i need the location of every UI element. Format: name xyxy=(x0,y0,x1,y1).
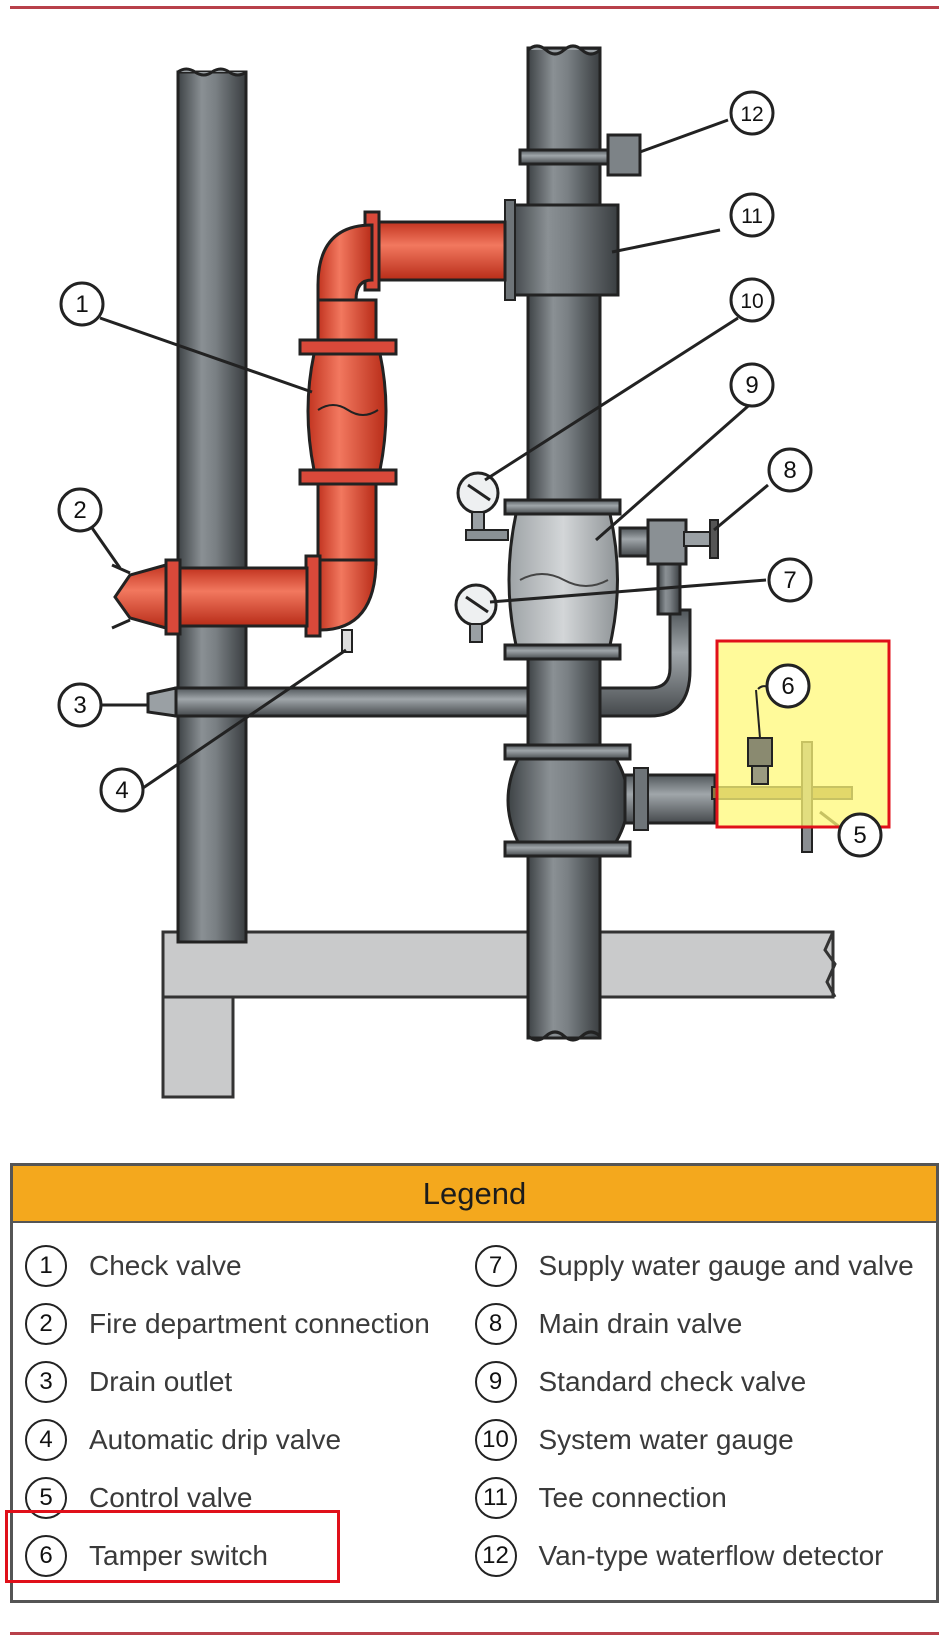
legend-item: 8 Main drain valve xyxy=(474,1295,937,1353)
drain-pipe xyxy=(146,608,692,718)
legend-item: 3 Drain outlet xyxy=(13,1353,475,1411)
legend-number: 7 xyxy=(474,1245,517,1287)
legend-number: 9 xyxy=(474,1361,517,1403)
legend-label: Tamper switch xyxy=(89,1540,268,1571)
callout-4: 4 xyxy=(99,767,145,813)
callout-number: 3 xyxy=(73,692,86,719)
standard-check-valve xyxy=(454,471,719,661)
legend-column-left: 1 Check valve 2 Fire department connection 3… xyxy=(13,1237,475,1585)
top-rule xyxy=(10,6,939,9)
floor-slab xyxy=(161,930,837,1099)
legend-number: 6 xyxy=(25,1535,67,1577)
legend-label: Drain outlet xyxy=(89,1366,233,1397)
callout-number: 9 xyxy=(745,372,758,399)
legend-label: System water gauge xyxy=(538,1424,794,1455)
callout-9: 9 xyxy=(729,362,775,408)
legend-item: 11 Tee connection xyxy=(474,1469,937,1527)
callout-11: 11 xyxy=(729,192,775,238)
callout-number: 7 xyxy=(783,567,796,594)
callout-6: 6 xyxy=(765,663,811,709)
legend-title: Legend xyxy=(13,1166,936,1223)
bottom-rule xyxy=(10,1632,939,1635)
legend-number: 4 xyxy=(25,1419,67,1461)
callout-10: 10 xyxy=(729,277,775,323)
legend-label: Main drain valve xyxy=(538,1308,743,1339)
legend-label: Supply water gauge and valve xyxy=(538,1250,914,1281)
callout-8: 8 xyxy=(767,447,813,493)
legend-number: 11 xyxy=(474,1477,517,1519)
callout-number: 12 xyxy=(740,103,763,126)
callout-number: 6 xyxy=(781,673,794,700)
legend-item: 10 System water gauge xyxy=(474,1411,937,1469)
callout-number: 10 xyxy=(740,290,763,313)
legend-number: 1 xyxy=(25,1245,67,1287)
legend-item: 4 Automatic drip valve xyxy=(13,1411,475,1469)
callout-12: 12 xyxy=(729,90,775,136)
legend-item: 12 Van-type waterflow detector xyxy=(474,1527,937,1585)
callout-number: 5 xyxy=(853,822,866,849)
legend-item: 9 Standard check valve xyxy=(474,1353,937,1411)
callout-number: 8 xyxy=(783,457,796,484)
legend-number: 10 xyxy=(474,1419,517,1461)
red-check-valve-piping xyxy=(111,210,507,653)
legend-number: 8 xyxy=(474,1303,517,1345)
callout-5: 5 xyxy=(837,812,883,858)
legend-number: 2 xyxy=(25,1303,67,1345)
legend-number: 12 xyxy=(474,1535,517,1577)
legend-item: 2 Fire department connection xyxy=(13,1295,475,1353)
legend-label: Tee connection xyxy=(538,1482,727,1513)
callout-number: 4 xyxy=(115,777,128,804)
legend-label: Automatic drip valve xyxy=(89,1424,342,1455)
legend-label: Van-type waterflow detector xyxy=(538,1540,884,1571)
callout-number: 1 xyxy=(75,291,88,318)
legend-item: 7 Supply water gauge and valve xyxy=(474,1237,937,1295)
legend-item: 5 Control valve xyxy=(13,1469,475,1527)
callout-3: 3 xyxy=(57,682,103,728)
left-vertical-pipe xyxy=(176,67,248,944)
legend-number: 5 xyxy=(25,1477,67,1519)
legend-item: 1 Check valve xyxy=(13,1237,475,1295)
callout-number: 2 xyxy=(73,497,86,524)
callout-1: 1 xyxy=(59,281,105,327)
legend-number: 3 xyxy=(25,1361,67,1403)
callout-leaders xyxy=(88,118,851,837)
legend-label: Control valve xyxy=(89,1482,253,1513)
tamper-switch-highlight xyxy=(715,639,891,829)
callout-7: 7 xyxy=(767,557,813,603)
legend-label: Check valve xyxy=(89,1250,242,1281)
legend-label: Fire department connection xyxy=(89,1308,430,1339)
tamper-switch-legend-highlight xyxy=(5,1510,340,1583)
legend-column-right: 7 Supply water gauge and valve 8 Main drain… xyxy=(474,1237,937,1585)
legend-label: Standard check valve xyxy=(538,1366,807,1397)
callout-2: 2 xyxy=(57,487,103,533)
legend-box: Legend 1 Check valve 2 Fire department conn… xyxy=(10,1163,939,1603)
callout-number: 11 xyxy=(741,205,763,228)
legend-item: 6 Tamper switch xyxy=(13,1527,475,1585)
